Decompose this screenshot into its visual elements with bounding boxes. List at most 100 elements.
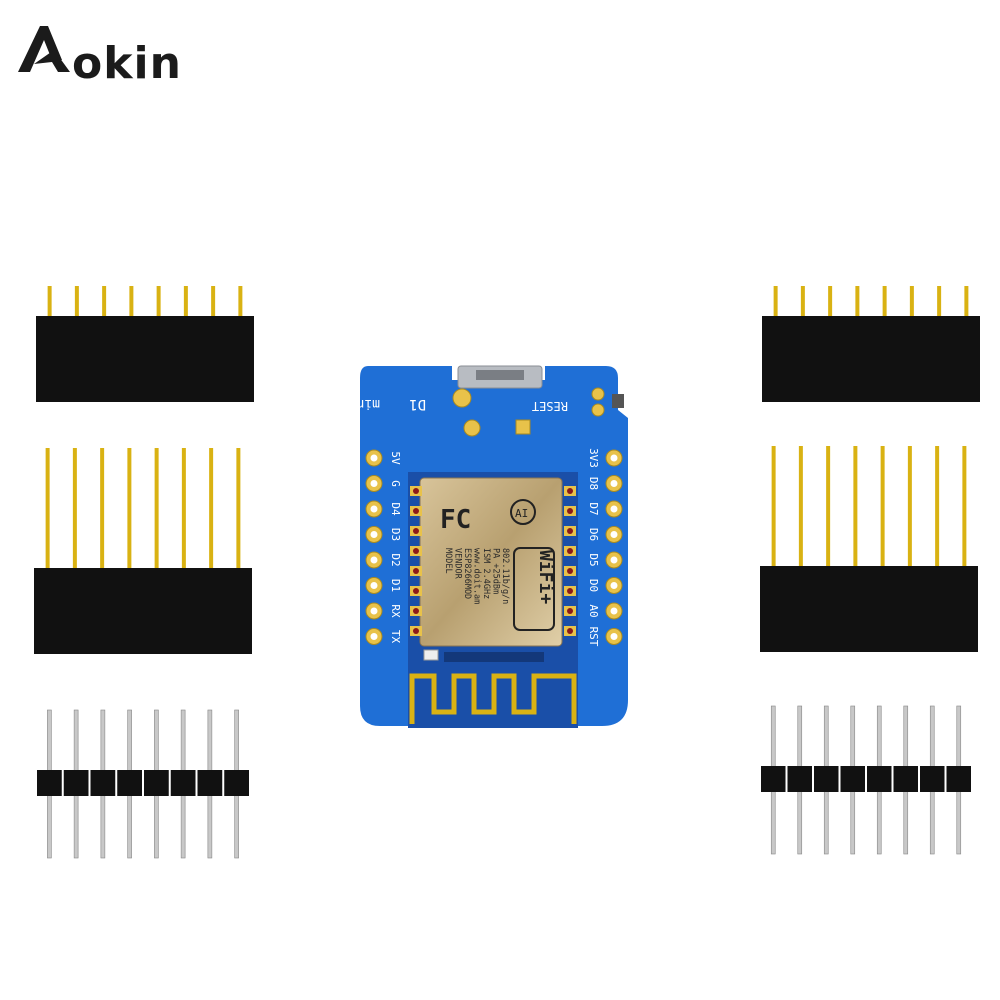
header-segment [170,770,196,796]
gold-pin [828,286,833,318]
wifi-logo-box [513,547,555,631]
pin-label: D3 [389,528,402,541]
module-text-line: 802.11b/g/n [500,548,510,604]
pin-label: 5V [389,451,402,465]
gold-pin [800,286,805,318]
gold-pin [798,446,803,568]
gold-pin [47,286,52,318]
pin-label: D6 [587,528,600,541]
header-segment [867,766,892,792]
header-segment [197,770,223,796]
header-body [760,566,978,652]
gold-pin [211,286,216,318]
right-pin-pads [605,449,623,645]
gold-pin [127,448,132,570]
header-segment [37,770,62,796]
gold-pin [102,286,107,318]
module-text-line: ESP8266MOD [462,548,472,599]
header-segment [787,766,812,792]
header-segment [224,770,249,796]
esp-shield [419,477,563,647]
gold-pin [907,446,912,568]
header-segment [761,766,786,792]
gold-pin [964,286,969,318]
pin-label: D7 [587,502,600,515]
esp-castellated-pads [410,486,576,636]
board-model-label: D1 [409,396,426,412]
pin-label: RST [587,627,600,647]
header-segment [946,766,971,792]
fc-badge: FC [440,505,471,535]
gold-pin [129,286,134,318]
pin-label: D0 [587,579,600,592]
pcb-antenna [409,673,577,724]
female-header-long-right [760,446,978,652]
pin-label: D5 [587,553,600,566]
gold-pin [853,446,858,568]
board-variant-label: mini [349,396,380,411]
vendor-mark: AI [515,507,528,520]
pin-label: D4 [389,502,402,516]
gold-pin [154,448,159,570]
gold-pin [855,286,860,318]
header-body [34,568,252,654]
pin-label: D8 [587,477,600,490]
female-header-long-left [34,448,252,654]
gold-pin [100,448,105,570]
gold-pin [45,448,50,570]
vendor-mark-icon [510,499,536,525]
gold-pin [236,448,241,570]
male-header-left [37,709,249,859]
male-header-right [761,705,971,855]
header-segment [920,766,945,792]
gold-pin [935,446,940,568]
gold-pin [962,446,967,568]
header-segment [144,770,169,796]
module-text-line: PA +25dBm [491,548,501,594]
pin-label: G [389,480,402,487]
gold-pin [826,446,831,568]
mounting-pad [452,388,472,408]
header-segment [814,766,839,792]
female-header-short-left [36,286,254,402]
gold-pin [183,286,188,318]
module-text-line: www.doit.am [472,548,482,604]
female-header-short-right [762,286,980,402]
gold-pin [209,448,214,570]
gold-pin [238,286,243,318]
header-segment [893,766,918,792]
wifi-logo: WiFi+ [535,550,556,604]
pin-label: 3V3 [587,448,600,468]
header-body [36,316,254,402]
gold-pin [937,286,942,318]
left-pin-pads [365,449,383,645]
gold-pin [156,286,161,318]
gold-pin [773,286,778,318]
led [423,649,439,661]
module-text-line: MODEL [443,548,453,574]
gold-pin [181,448,186,570]
pin-label: D2 [389,553,402,566]
gold-pin [72,448,77,570]
header-segment [90,770,116,796]
pin-label: A0 [587,604,600,617]
reset-label: RESET [532,399,568,413]
brand-name: okin [72,38,182,89]
gold-pin [880,446,885,568]
gold-pin [909,286,914,318]
header-body [762,316,980,402]
gold-pin [771,446,776,568]
reset-button-pad [591,387,605,401]
pin-label: D1 [389,579,402,592]
brand-logo: okin [14,20,181,89]
header-segment [840,766,865,792]
module-text-line: VENDOR [453,548,463,580]
gold-pin [74,286,79,318]
pin-label: RX [389,604,402,618]
pin-label: TX [389,630,402,644]
header-segment [63,770,89,796]
